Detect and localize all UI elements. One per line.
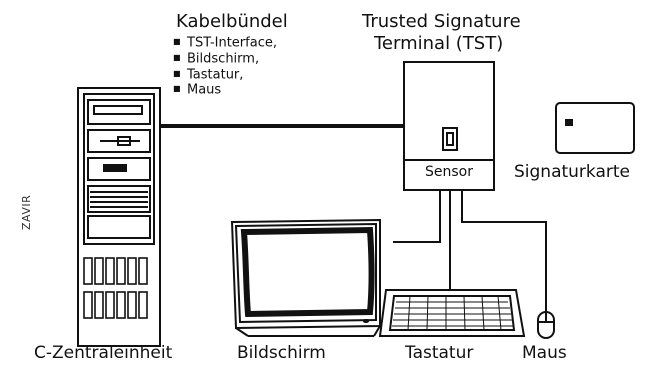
cable-bundle-item: Tastatur, [173,67,277,83]
signature-card [556,103,634,153]
cable-bundle-list: TST-Interface, Bildschirm, Tastatur, Mau… [173,35,277,98]
caption-keyboard: Tastatur [405,343,473,363]
caption-monitor: Bildschirm [237,343,326,363]
cable-bundle-title: Kabelbündel [176,12,288,32]
cable-bundle-item: TST-Interface, [173,35,277,51]
tst-title-line2: Terminal (TST) [374,34,503,54]
cable-bundle-item: Maus [173,82,277,98]
side-credit: ZAVIR [20,195,33,230]
central-unit-tower [78,88,160,346]
cable-bundle-item: Bildschirm, [173,51,277,67]
sensor-label: Sensor [425,165,473,180]
keyboard [380,290,524,336]
caption-mouse: Maus [522,343,567,363]
caption-central-unit: C-Zentraleinheit [34,343,172,363]
signature-card-label: Signaturkarte [514,162,630,182]
monitor [232,220,380,336]
mouse [538,312,554,338]
tst-title-line1: Trusted Signature [362,12,521,32]
